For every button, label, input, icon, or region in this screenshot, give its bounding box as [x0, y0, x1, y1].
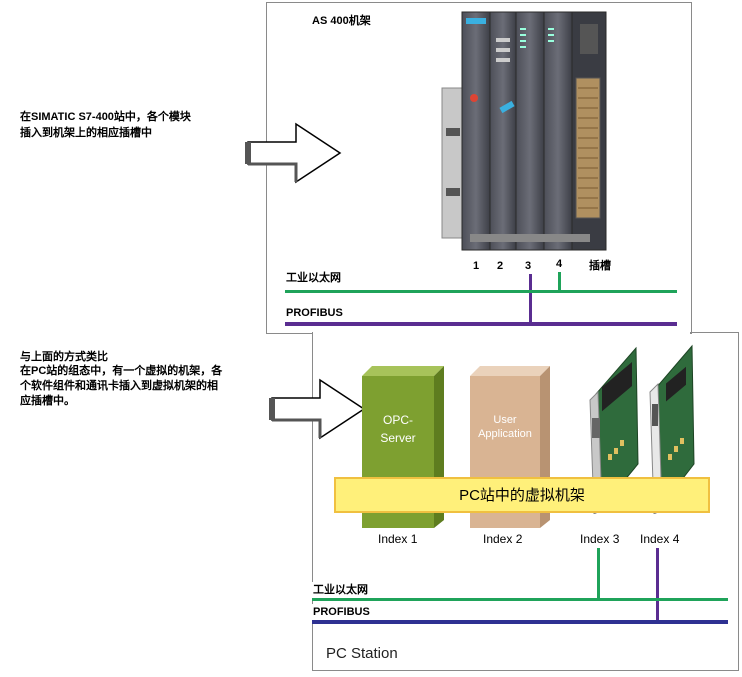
virtual-rack-label: PC站中的虚拟机架 [459, 487, 585, 504]
top-note-line-2: 插入到机架上的相应插槽中 [20, 127, 152, 139]
slot-label: 插槽 [586, 258, 652, 274]
slot-number-1: 1 [473, 260, 480, 272]
bottom-note-line-1: 与上面的方式类比 [20, 351, 108, 363]
top-note-line-1: 在SIMATIC S7-400站中，各个模块 [20, 111, 191, 123]
index-3-label: Index 3 [580, 532, 620, 546]
bottom-note-line-2: 在PC站的组态中，有一个虚拟的机架，各 [20, 365, 223, 377]
top-slot3-profibus-drop [529, 274, 532, 324]
user-app-label-2: Application [478, 428, 532, 440]
slot-number-3: 3 [525, 260, 532, 272]
opc-server-label-1: OPC- [383, 413, 413, 427]
slot-number-2: 2 [497, 260, 504, 272]
bottom-profibus-label: PROFIBUS [310, 604, 373, 620]
virtual-rack-bar [334, 477, 710, 513]
bottom-note-line-4: 应插槽中。 [20, 395, 75, 407]
card3-to-ethernet-drop [597, 548, 600, 598]
index-4-label: Index 4 [640, 532, 680, 546]
top-arrow-icon [245, 122, 342, 184]
top-slot4-ethernet-drop [558, 272, 561, 292]
top-ethernet-label: 工业以太网 [283, 270, 437, 286]
bottom-profibus-line [312, 620, 728, 624]
bottom-arrow-icon [269, 378, 366, 440]
top-profibus-line [285, 322, 677, 326]
top-profibus-label: PROFIBUS [283, 305, 459, 321]
rack-title: AS 400机架 [312, 15, 371, 27]
user-app-label-1: User [493, 414, 517, 426]
bottom-ethernet-line [312, 598, 728, 601]
s7-400-rack-image [441, 11, 607, 251]
index-2-label: Index 2 [483, 532, 523, 546]
bottom-ethernet-label: 工业以太网 [310, 582, 371, 598]
slot-number-4: 4 [556, 258, 563, 270]
index-1-label: Index 1 [378, 532, 418, 546]
pc-station-label: PC Station [326, 645, 398, 662]
pc-station-panel-mask [313, 326, 690, 334]
card4-to-profibus-drop [656, 548, 659, 621]
opc-server-label-2: Server [380, 431, 416, 445]
bottom-note-line-3: 个软件组件和通讯卡插入到虚拟机架的相 [20, 380, 218, 392]
top-ethernet-line [285, 290, 677, 293]
